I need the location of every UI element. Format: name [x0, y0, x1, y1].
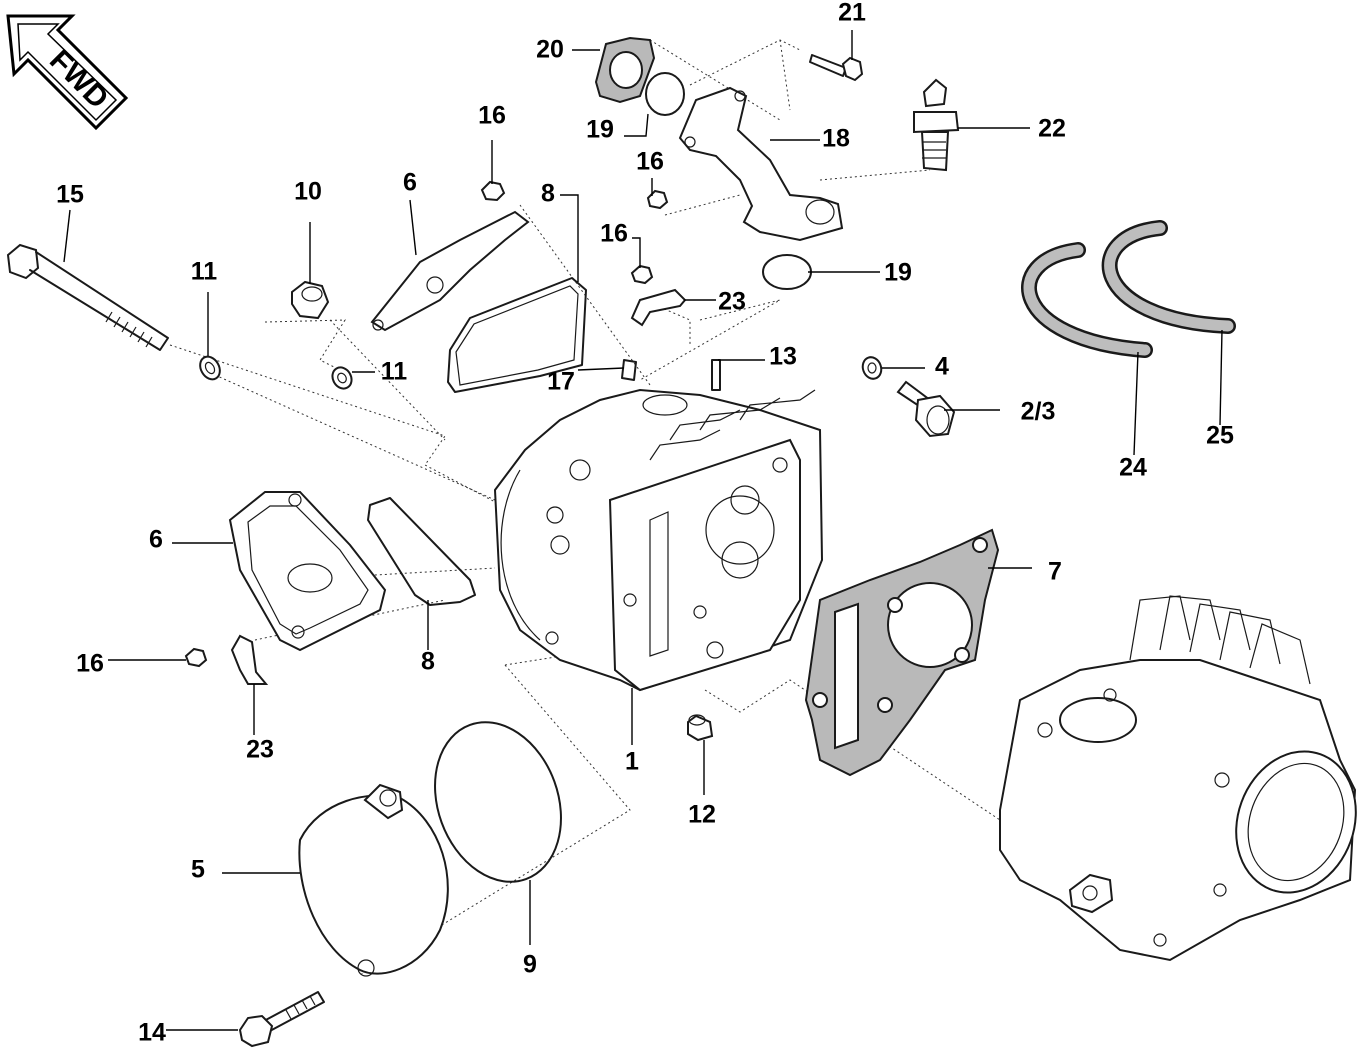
callout-19-upper: 19	[586, 115, 614, 144]
gasket-8b	[367, 497, 476, 606]
rocker-cover-6	[228, 491, 387, 652]
callout-18: 18	[822, 124, 850, 153]
callout-22: 22	[1038, 114, 1066, 143]
bolt-14	[238, 991, 325, 1048]
oring-19b	[762, 254, 812, 290]
callout-14: 14	[138, 1018, 166, 1047]
washer-4	[861, 356, 883, 380]
cover-5	[298, 783, 449, 977]
callout-11-lower: 11	[380, 357, 408, 386]
intake-pipe-18	[678, 86, 844, 242]
callout-13: 13	[769, 342, 797, 371]
nut-16c	[630, 264, 654, 285]
callout-15: 15	[56, 180, 84, 209]
callout-16-a: 16	[478, 101, 506, 130]
stud-13	[711, 359, 721, 391]
cylinder-head-1	[493, 388, 824, 692]
forward-arrow-icon: FWD	[6, 14, 129, 131]
bolt-15	[6, 243, 169, 351]
nut-16d	[184, 647, 208, 668]
callout-23-lower: 23	[246, 735, 274, 764]
callout-25: 25	[1206, 421, 1234, 450]
callout-11-upper: 11	[190, 257, 218, 286]
callout-4: 4	[935, 352, 949, 381]
callout-8-upper: 8	[541, 179, 555, 208]
bolt-2-3	[896, 380, 956, 438]
cylinder-block	[999, 595, 1357, 962]
callout-12: 12	[688, 800, 716, 829]
valve-22	[913, 78, 960, 172]
oring-9	[434, 721, 562, 883]
callout-16-d: 16	[76, 649, 104, 678]
callout-2-3: 2/3	[1020, 397, 1056, 426]
callout-7: 7	[1048, 557, 1062, 586]
stud-17	[621, 359, 637, 381]
nut-16a	[480, 180, 506, 202]
callout-6-upper: 6	[403, 168, 417, 197]
callout-16-b: 16	[636, 147, 664, 176]
leader-lines	[63, 30, 1223, 1031]
callout-8-lower: 8	[421, 647, 435, 676]
insulator-20	[594, 36, 656, 104]
callout-10: 10	[294, 177, 322, 206]
callout-5: 5	[191, 855, 205, 884]
callout-9: 9	[523, 950, 537, 979]
nut-10	[291, 280, 330, 320]
head-gasket-7	[804, 528, 1000, 777]
callout-6-lower: 6	[149, 525, 163, 554]
clip-23b	[230, 634, 269, 685]
callout-20: 20	[536, 35, 564, 64]
washer-11a	[199, 355, 221, 381]
callout-19-lower: 19	[884, 258, 912, 287]
callout-17: 17	[547, 367, 575, 396]
callout-1: 1	[625, 747, 639, 776]
callout-23-upper: 23	[718, 287, 746, 316]
callout-21: 21	[838, 0, 866, 27]
oring-19a	[645, 72, 685, 116]
clip-23a	[630, 288, 687, 327]
dowel-12	[687, 714, 714, 742]
bolt-21	[809, 54, 864, 82]
callout-24: 24	[1119, 453, 1147, 482]
washer-11b	[331, 366, 353, 390]
rocker-arm-6	[370, 210, 530, 332]
callout-16-c: 16	[600, 219, 628, 248]
nut-16b	[646, 189, 669, 210]
gasket-8a	[447, 277, 587, 393]
